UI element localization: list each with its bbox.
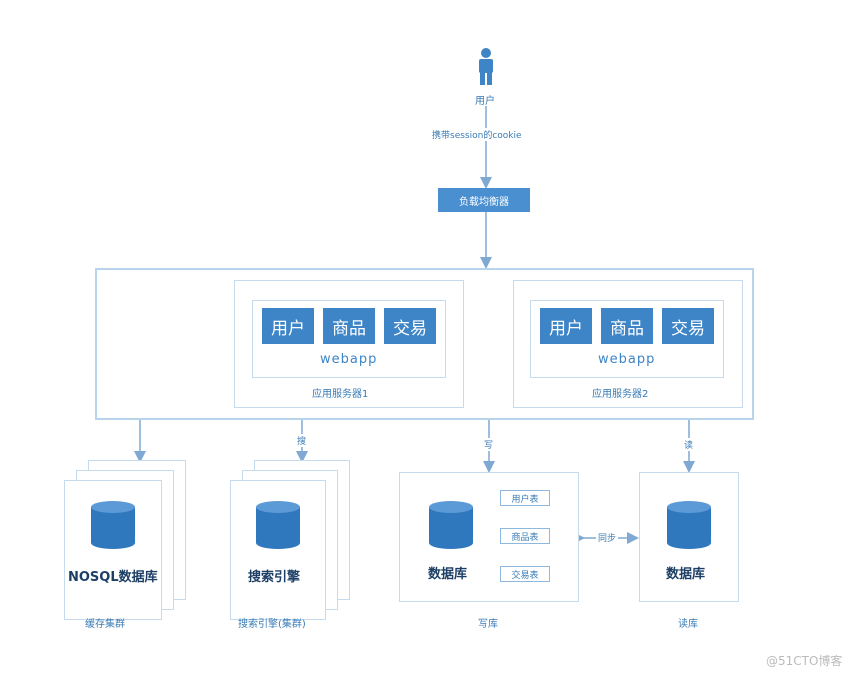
- connection-label: 携带session的cookie: [430, 128, 524, 141]
- master-caption: 写库: [478, 619, 498, 630]
- table-user: 用户表: [500, 490, 550, 506]
- database-icon: [256, 501, 300, 549]
- load-balancer-label: 负载均衡器: [459, 196, 509, 208]
- slave-caption: 读库: [678, 619, 698, 630]
- load-balancer: 负载均衡器: [438, 188, 530, 212]
- slave-db-label: 数据库: [666, 567, 706, 582]
- app-server-1-caption: 应用服务器1: [312, 389, 369, 400]
- user-icon: [479, 48, 493, 85]
- cache-db-label: NOSQL数据库: [68, 570, 158, 585]
- webapp-label-1: webapp: [320, 352, 378, 367]
- edge-label-sync: 同步: [596, 531, 619, 544]
- cache-cluster: [64, 480, 162, 620]
- module-goods-2: 商品: [601, 308, 653, 344]
- database-icon: [667, 501, 711, 549]
- table-goods: 商品表: [500, 528, 550, 544]
- table-trade: 交易表: [500, 566, 550, 582]
- watermark: @51CTO博客: [766, 654, 843, 668]
- search-engine-label: 搜索引擎: [248, 570, 301, 585]
- app-server-2-caption: 应用服务器2: [592, 389, 649, 400]
- master-db: [399, 472, 579, 602]
- module-goods-1: 商品: [323, 308, 375, 344]
- master-db-label: 数据库: [428, 567, 468, 582]
- module-user-1: 用户: [262, 308, 314, 344]
- edge-label-search: 搜: [297, 434, 307, 447]
- database-icon: [429, 501, 473, 549]
- module-trade-2: 交易: [662, 308, 714, 344]
- webapp-label-2: webapp: [598, 352, 656, 367]
- edge-label-write: 写: [484, 438, 494, 451]
- database-icon: [91, 501, 135, 549]
- edge-label-read: 读: [684, 438, 694, 451]
- search-caption: 搜索引擎(集群): [238, 619, 306, 630]
- cache-caption: 缓存集群: [85, 619, 125, 630]
- module-user-2: 用户: [540, 308, 592, 344]
- module-trade-1: 交易: [384, 308, 436, 344]
- user-label: 用户: [475, 96, 495, 107]
